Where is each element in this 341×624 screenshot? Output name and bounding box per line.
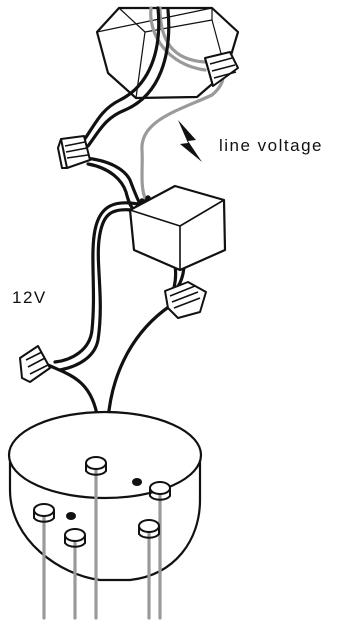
supply-wire [82,156,142,206]
socket-cap [33,456,171,548]
wire-connector [19,345,51,383]
line-voltage-wire [149,6,207,72]
suspension-rods [42,460,162,620]
low-voltage-wire [53,201,140,364]
wire-connector [57,135,91,169]
low-voltage-wire [46,363,100,422]
line-voltage-label: line voltage [219,136,324,155]
supply-wire [86,8,171,148]
supply-wire [82,6,161,142]
screw-hole [66,478,142,520]
low-voltage-wire [58,208,134,372]
fixture-canopy [7,410,203,582]
line-voltage-wire [140,6,225,200]
wire-connector [164,281,207,319]
wire-connector [204,51,239,87]
transformer [128,184,227,272]
low-voltage-wire [106,304,172,422]
supply-wire [86,162,136,212]
low-voltage-label: 12V [12,288,47,307]
lightning-bolt-icon [178,120,202,162]
